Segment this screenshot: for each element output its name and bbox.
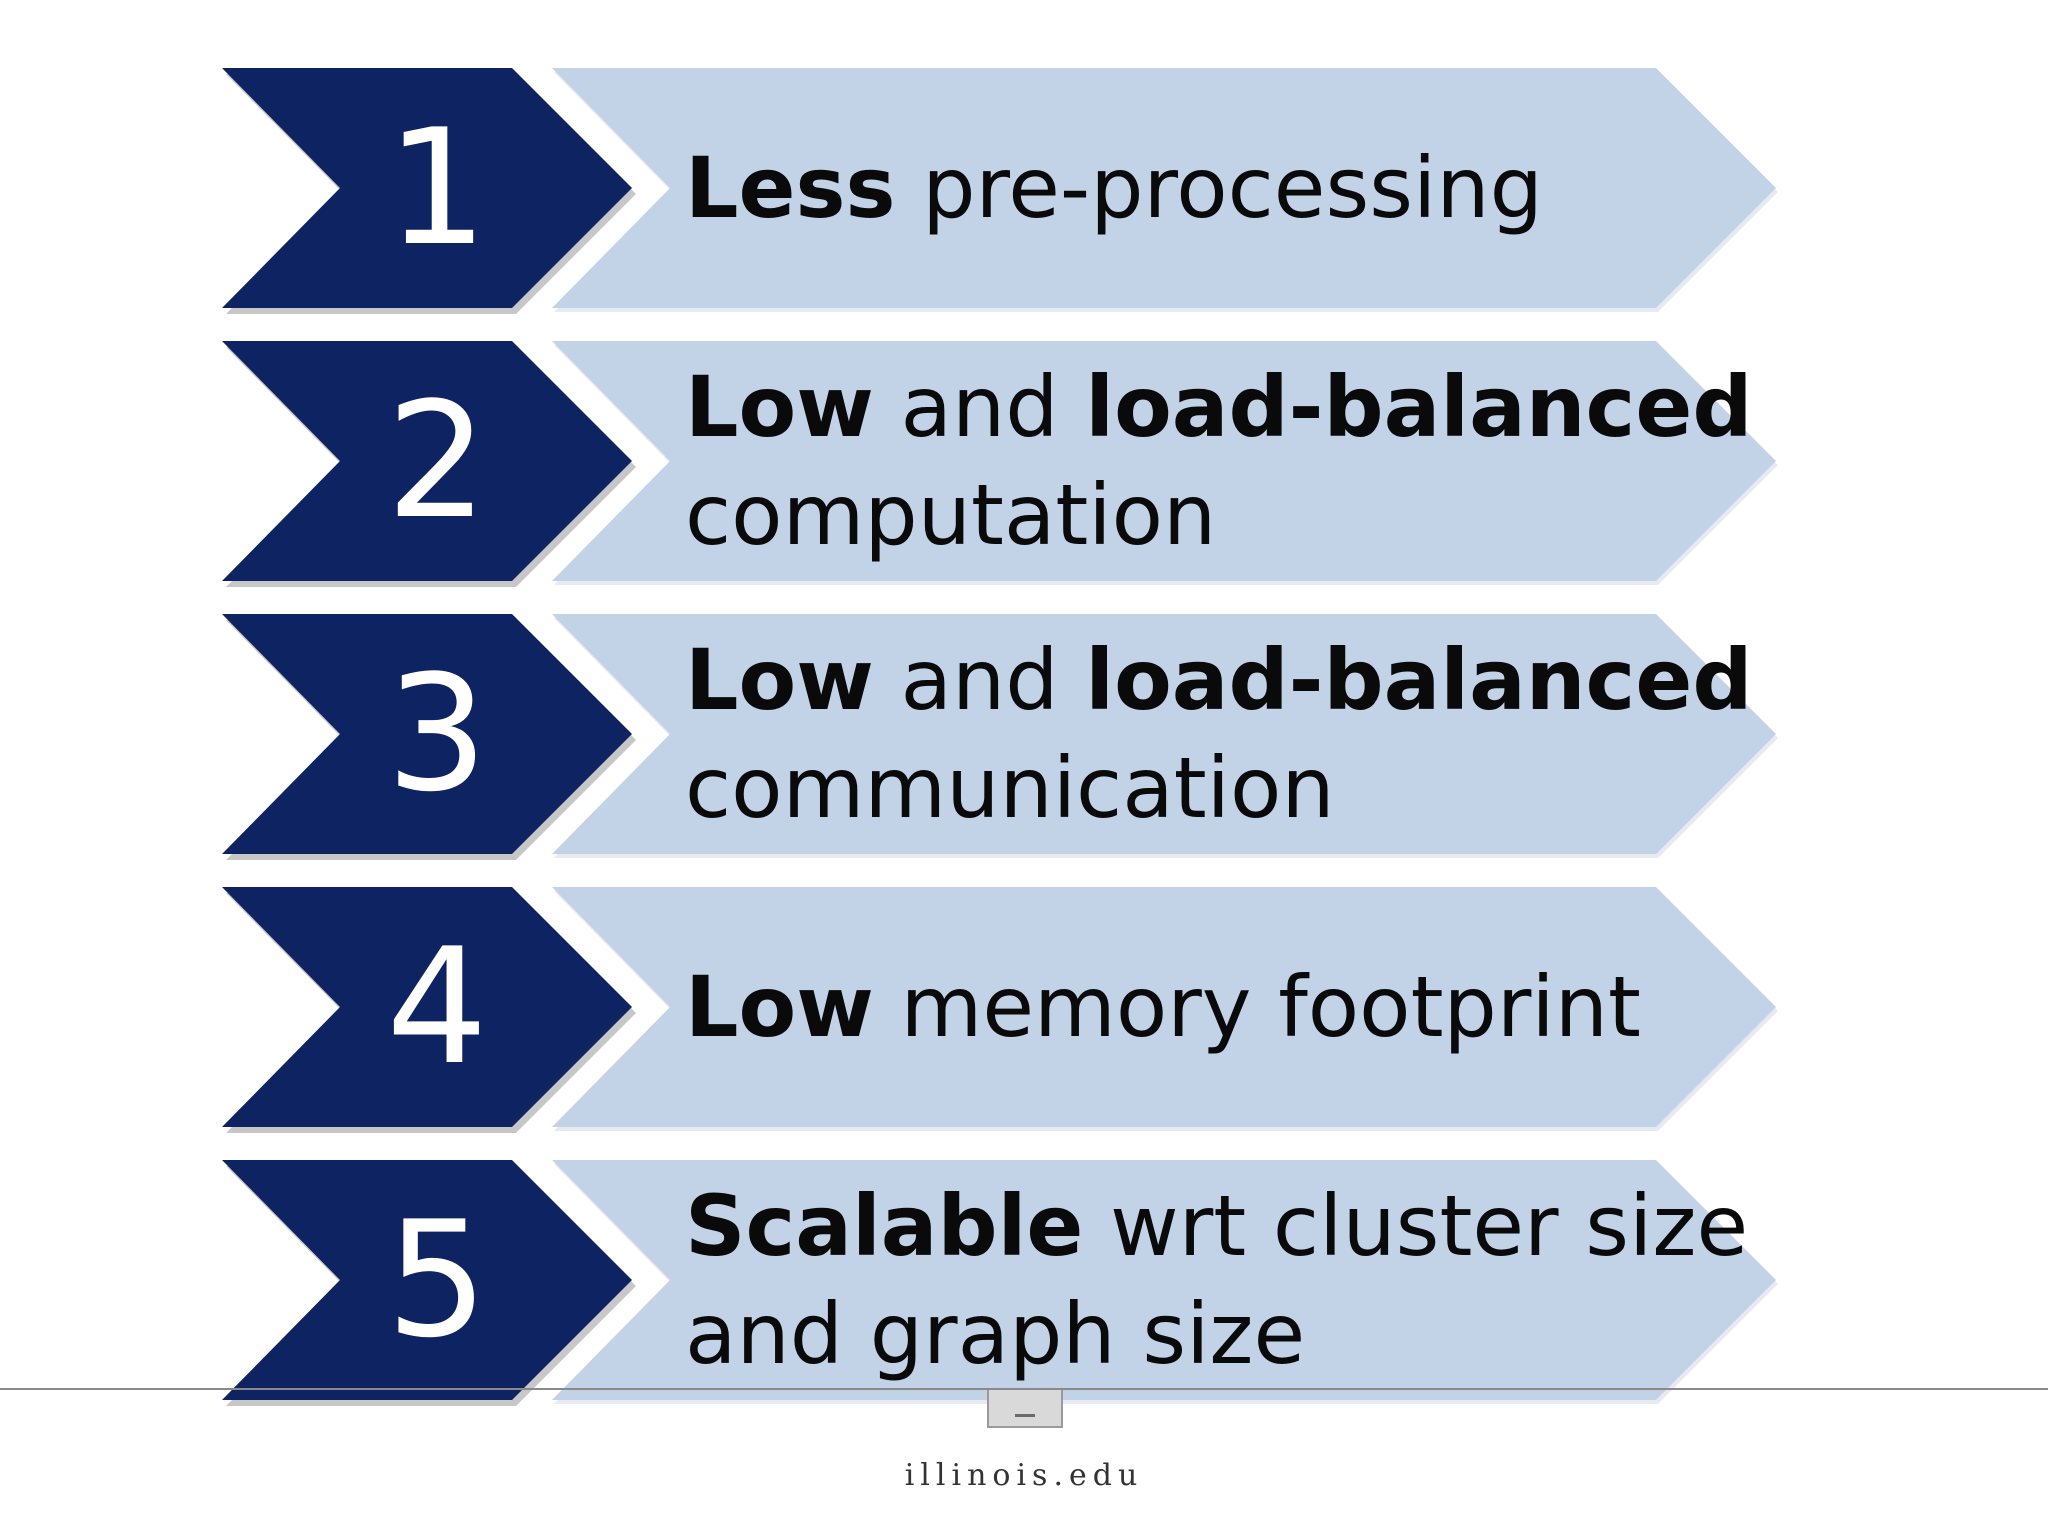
step-text-line: Low memory footprint bbox=[685, 953, 1695, 1061]
step-text-segment: and bbox=[873, 358, 1086, 456]
step-number: 5 bbox=[386, 1186, 488, 1373]
step-text-emphasis: load-balanced bbox=[1085, 358, 1753, 456]
university-logo-icon bbox=[987, 1390, 1063, 1428]
step-text-emphasis: Scalable bbox=[685, 1177, 1084, 1275]
step-number: 2 bbox=[386, 367, 488, 554]
step-text-segment: communication bbox=[685, 739, 1335, 837]
step-band bbox=[552, 887, 1776, 1127]
step-row: 4 Low memory footprint bbox=[0, 887, 2048, 1133]
step-number: 1 bbox=[386, 94, 488, 281]
step-text-segment: and bbox=[873, 631, 1086, 729]
step-text-emphasis: load-balanced bbox=[1085, 631, 1753, 729]
step-text-line: Low and load-balanced bbox=[685, 353, 1752, 461]
step-band bbox=[552, 68, 1776, 308]
step-text-emphasis: Less bbox=[685, 139, 896, 237]
footer-url: illinois.edu bbox=[904, 1458, 1144, 1493]
step-text-line: communication bbox=[685, 734, 1695, 842]
step-text: Low memory footprint bbox=[685, 887, 1695, 1127]
step-number: 3 bbox=[386, 640, 488, 827]
step-row: 1 Less pre-processing bbox=[0, 68, 2048, 314]
step-text: Less pre-processing bbox=[685, 68, 1695, 308]
step-text-segment: memory footprint bbox=[873, 958, 1641, 1056]
step-text-segment: pre-processing bbox=[895, 139, 1543, 237]
step-text-line: Scalable wrt cluster size bbox=[685, 1172, 1748, 1280]
step-band bbox=[552, 1160, 1776, 1400]
logo-mark bbox=[1015, 1394, 1035, 1417]
step-number: 4 bbox=[386, 913, 488, 1100]
step-text-emphasis: Low bbox=[685, 958, 874, 1056]
step-text-emphasis: Low bbox=[685, 358, 874, 456]
step-text-segment: and graph size bbox=[685, 1285, 1306, 1383]
step-text-emphasis: Low bbox=[685, 631, 874, 729]
step-band bbox=[552, 341, 1776, 581]
step-text-line: computation bbox=[685, 461, 1695, 569]
step-text-line: Less pre-processing bbox=[685, 134, 1695, 242]
footer-divider bbox=[0, 1388, 2048, 1390]
step-text-line: Low and load-balanced bbox=[685, 626, 1752, 734]
step-band bbox=[552, 614, 1776, 854]
step-text-line: and graph size bbox=[685, 1280, 1695, 1388]
step-text-segment: wrt cluster size bbox=[1083, 1177, 1749, 1275]
step-text-segment: computation bbox=[685, 466, 1217, 564]
